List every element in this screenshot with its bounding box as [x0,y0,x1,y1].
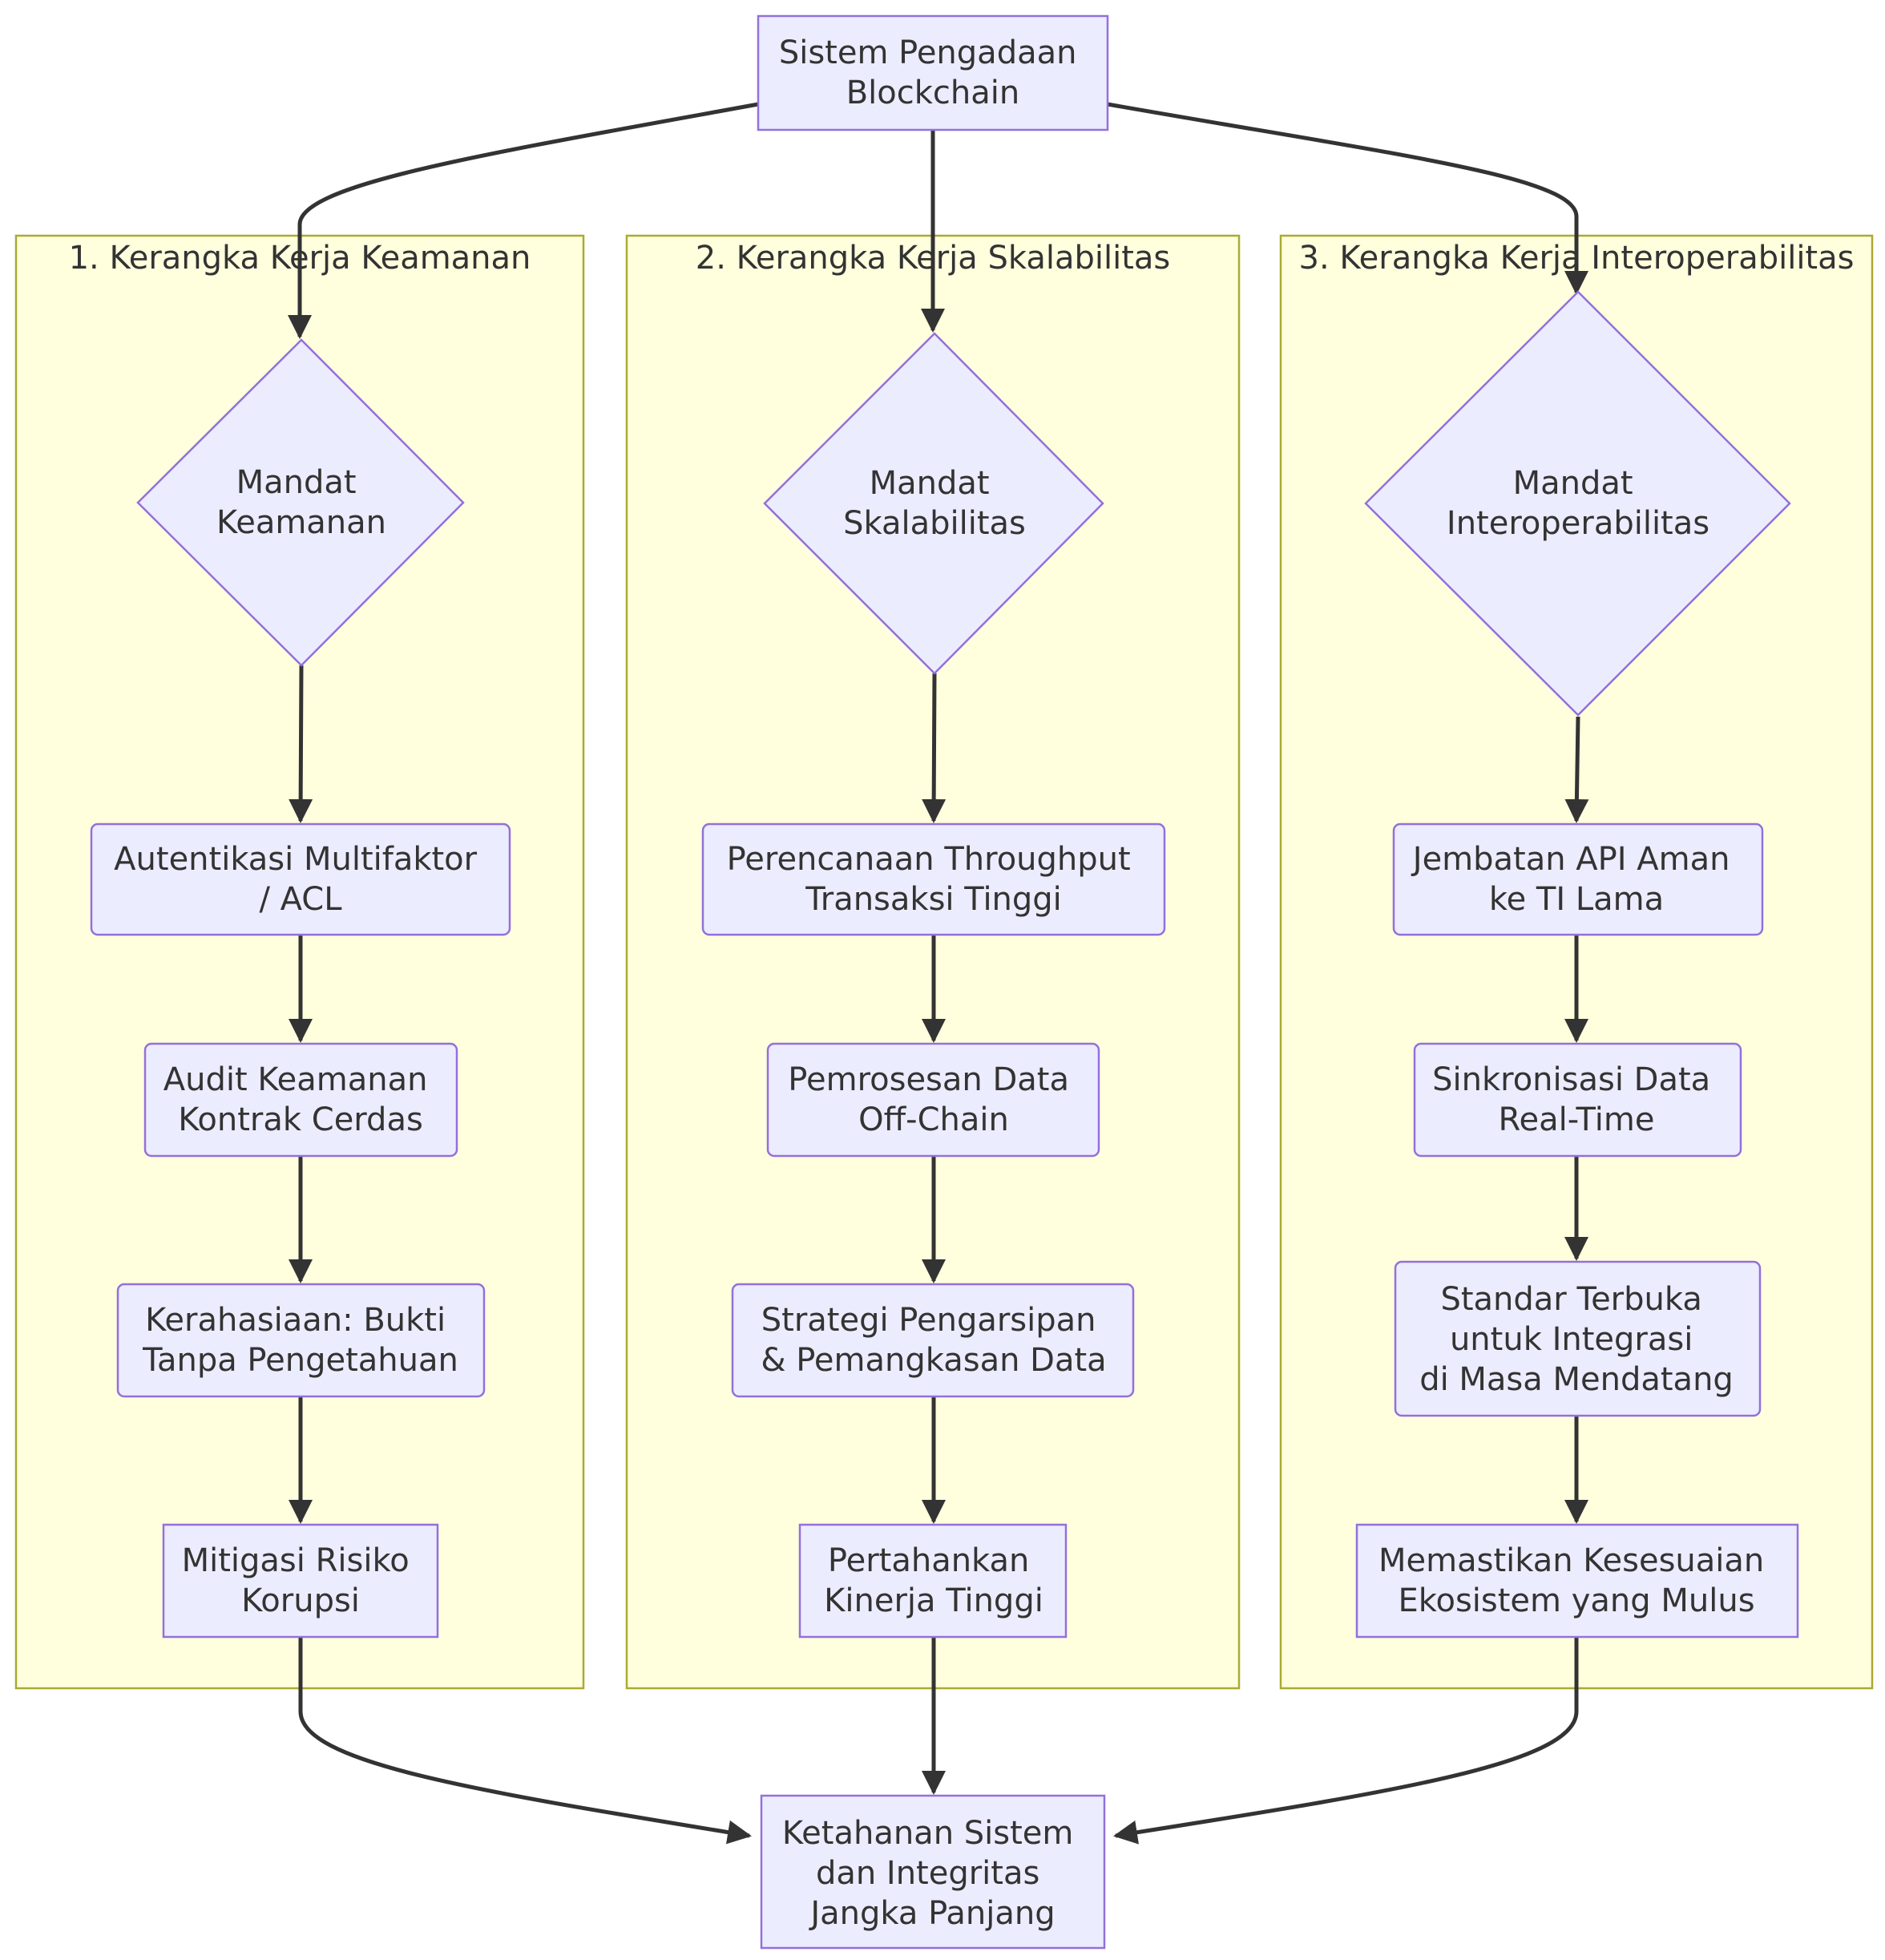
node-label-line: Interoperabilitas [1447,505,1709,542]
node-real-time-sync[interactable]: Sinkronisasi Data Real-Time [1413,1042,1742,1158]
svg-text:Mandat Skalabilitas: Mandat Skalabilitas [843,465,1026,542]
node-label-line: Tanpa Pengetahuan [142,1342,458,1379]
node-corruption-risk-mitigation[interactable]: Mitigasi Risiko Korupsi [162,1523,439,1639]
node-label-line: Skalabilitas [843,505,1026,542]
node-blockchain-procurement[interactable]: Sistem Pengadaan Blockchain [757,14,1109,131]
node-label-line: / ACL [259,881,342,918]
node-label-line: Memastikan Kesesuaian [1378,1542,1764,1579]
svg-text:Mandat Interoperabilitas: Mandat Interoperabilitas [1447,465,1709,542]
svg-text:Pertahankan Kinerja Ting: Pertahankan Kinerja Tinggi [824,1542,1043,1619]
node-label-line: Mandat [236,464,357,501]
svg-text:Jembatan API Aman ke TI: Jembatan API Aman ke TI Lama [1411,841,1740,918]
node-label-line: Pemrosesan Data [788,1061,1069,1098]
svg-text:Sinkronisasi Data Real-T: Sinkronisasi Data Real-Time [1432,1061,1721,1138]
node-smart-contract-audit[interactable]: Audit Keamanan Kontrak Cerdas [143,1042,458,1158]
edge-interop-mandate-to-step1 [1564,716,1589,823]
svg-text:Kerahasiaan: Bukti Tanpa: Kerahasiaan: Bukti Tanpa Pengetahuan [142,1302,458,1379]
node-label-line: Keamanan [216,504,386,541]
node-multifactor-authentication[interactable]: Autentikasi Multifaktor / ACL [90,822,511,936]
node-label-line: Perencanaan Throughput [727,841,1131,878]
node-label-line: Kerahasiaan: Bukti [145,1302,446,1339]
node-label-line: Korupsi [241,1582,360,1619]
node-maintain-high-performance[interactable]: Pertahankan Kinerja Tinggi [798,1523,1068,1639]
decision-scalability-mandate[interactable]: Mandat Skalabilitas [763,332,1104,675]
node-label-line: dan Integritas [816,1855,1039,1892]
svg-text:Autentikasi Multifaktor: Autentikasi Multifaktor / ACL [114,841,487,918]
node-label-line: Blockchain [846,75,1020,111]
node-label-line: Mandat [1513,465,1633,502]
node-label-line: Mitigasi Risiko [182,1542,410,1579]
edge-security-to-bottom [298,1637,752,1845]
node-label-line: Ekosistem yang Mulus [1398,1582,1754,1619]
node-label-line: Standar Terbuka [1440,1281,1701,1318]
node-secure-api-bridge[interactable]: Jembatan API Aman ke TI Lama [1392,822,1764,936]
node-label-line: untuk Integrasi [1450,1321,1693,1358]
svg-text:Mandat Keamanan: Mandat Keamanan [216,464,386,541]
node-label-line: Jangka Panjang [808,1895,1055,1932]
edge-top-to-interoperability [1107,102,1588,295]
node-label-line: Sinkronisasi Data [1432,1061,1710,1098]
svg-text:Sistem Pengadaan Blockch: Sistem Pengadaan Blockchain [779,34,1087,111]
node-high-throughput-planning[interactable]: Perencanaan Throughput Transaksi Tinggi [701,822,1166,936]
decision-interoperability-mandate[interactable]: Mandat Interoperabilitas [1364,290,1791,717]
node-open-standards[interactable]: Standar Terbuka untuk Integrasi di Masa … [1394,1260,1762,1417]
edge-top-to-security [288,102,759,339]
svg-text:Perencanaan Throughput T: Perencanaan Throughput Transaksi Tinggi [727,841,1141,918]
node-zero-knowledge-proof[interactable]: Kerahasiaan: Bukti Tanpa Pengetahuan [116,1283,486,1398]
node-label-line: di Masa Mendatang [1419,1361,1734,1398]
edge-interop-to-bottom [1113,1637,1579,1845]
node-label-line: ke TI Lama [1489,881,1664,918]
edges [288,102,1589,1845]
svg-text:Mitigasi Risiko Korupsi: Mitigasi Risiko Korupsi [182,1542,420,1619]
svg-text:Strategi Pengarsipan & P: Strategi Pengarsipan & Pemangkasan Data [761,1302,1106,1379]
node-label-line: Mandat [870,465,990,502]
node-label-line: Pertahankan [828,1542,1029,1579]
node-label-line: Kinerja Tinggi [824,1582,1043,1619]
svg-text:Ketahanan Sistem dan Int: Ketahanan Sistem dan Integritas Jangka P… [782,1815,1084,1932]
node-label-line: & Pemangkasan Data [761,1342,1106,1379]
svg-text:Standar Terbuka untuk In: Standar Terbuka untuk Integrasi di Masa … [1419,1281,1734,1398]
node-label-line: Off-Chain [858,1101,1009,1138]
svg-text:Pemrosesan Data Off-Chai: Pemrosesan Data Off-Chain [788,1061,1079,1138]
node-label-line: Transaksi Tinggi [805,881,1062,918]
svg-text:Memastikan Kesesuaian Ek: Memastikan Kesesuaian Ekosistem yang Mul… [1378,1542,1774,1619]
node-label-line: Strategi Pengarsipan [761,1302,1096,1339]
node-ecosystem-compatibility[interactable]: Memastikan Kesesuaian Ekosistem yang Mul… [1355,1523,1799,1639]
decision-security-mandate[interactable]: Mandat Keamanan [136,338,465,667]
node-system-resilience[interactable]: Ketahanan Sistem dan Integritas Jangka P… [760,1794,1106,1950]
node-archiving-pruning-strategy[interactable]: Strategi Pengarsipan & Pemangkasan Data [731,1283,1135,1398]
node-label-line: Jembatan API Aman [1411,841,1730,878]
node-label-line: Real-Time [1499,1101,1655,1138]
node-off-chain-processing[interactable]: Pemrosesan Data Off-Chain [766,1042,1100,1158]
svg-text:Audit Keamanan Kontrak C: Audit Keamanan Kontrak Cerdas [163,1061,438,1138]
node-label-line: Sistem Pengadaan [779,34,1077,71]
node-label-line: Autentikasi Multifaktor [114,841,477,878]
node-label-line: Ketahanan Sistem [782,1815,1073,1852]
node-label-line: Kontrak Cerdas [178,1101,423,1138]
node-label-line: Audit Keamanan [163,1061,428,1098]
